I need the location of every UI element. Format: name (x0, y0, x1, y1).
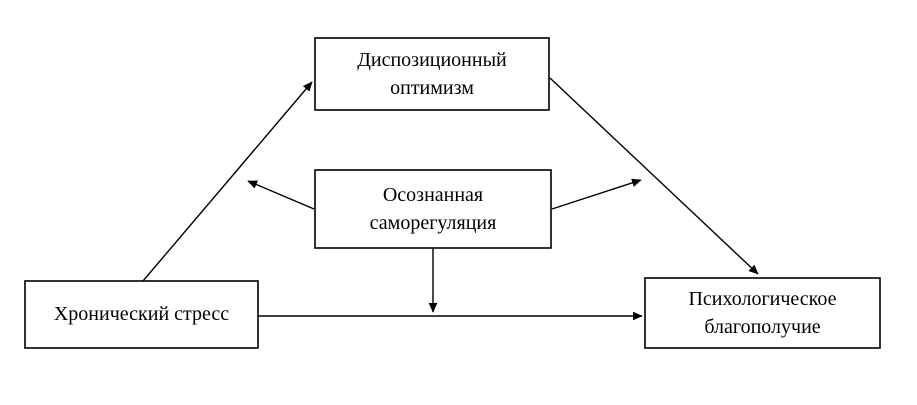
node-label-conscious-self-regulation: Осознанная саморегуляция (315, 170, 551, 248)
node-label-chronic-stress: Хронический стресс (25, 281, 258, 348)
node-label-line-2: саморегуляция (369, 212, 497, 234)
node-box-psychological-wellbeing[interactable] (644, 277, 881, 349)
node-box-chronic-stress[interactable] (24, 280, 259, 349)
edge-stress-to-optimism (142, 81, 313, 282)
node-label-line-2: оптимизм (390, 77, 474, 99)
node-label-line-1: Осознанная (382, 183, 484, 206)
edge-optimism-to-wellbeing (549, 77, 759, 275)
edge-selfregulation-to-optimism-wellbeing-path (551, 178, 642, 210)
node-box-dispositional-optimism[interactable] (314, 37, 550, 111)
node-label-line-1: Диспозиционный (357, 48, 507, 71)
node-label-line-1: Хронический стресс (53, 303, 230, 326)
node-label-line-1: Психологическое (688, 287, 837, 310)
edge-selfregulation-to-stress-optimism-path (247, 180, 315, 210)
node-label-line-2: благополучие (704, 316, 821, 338)
node-label-dispositional-optimism: Диспозиционный оптимизм (315, 38, 549, 110)
node-box-conscious-self-regulation[interactable] (314, 169, 552, 249)
node-label-psychological-wellbeing: Психологическое благополучие (645, 278, 880, 348)
